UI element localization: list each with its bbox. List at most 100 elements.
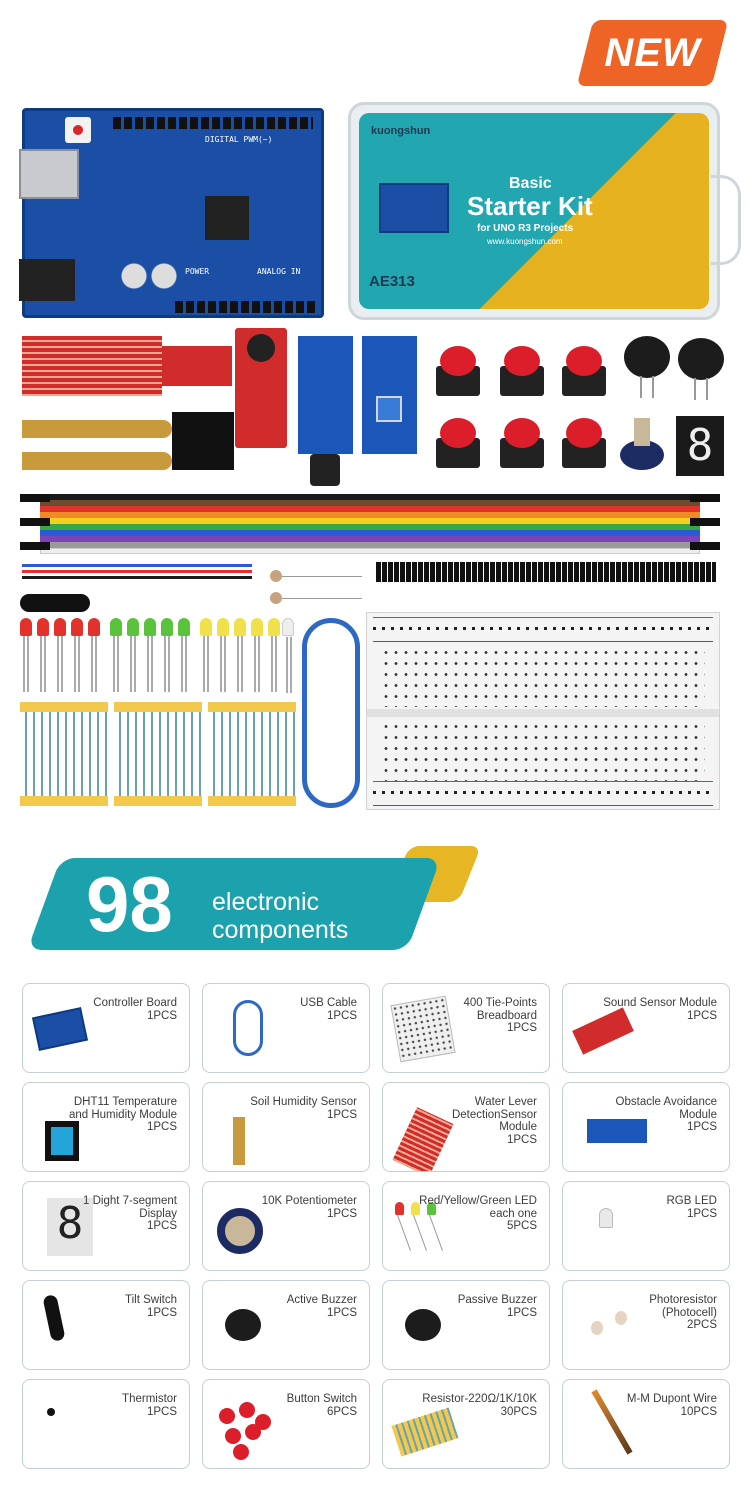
component-qty: 1PCS <box>146 1220 177 1232</box>
power-rail-line <box>373 617 713 618</box>
push-button-photo <box>496 416 548 468</box>
badge-label: NEW <box>604 30 701 75</box>
yellow-led <box>268 618 280 692</box>
resistor-strip <box>208 702 296 806</box>
soil-prong <box>22 420 172 438</box>
power-label: POWER <box>185 267 210 276</box>
component-label: Thermistor <box>122 1393 177 1405</box>
wire <box>40 506 700 512</box>
component-qty: 1PCS <box>326 1108 357 1121</box>
component-label: Soil Humidity Sensor <box>250 1096 357 1108</box>
component-label: Button Switch <box>286 1393 357 1405</box>
red-button-icon <box>233 1444 249 1460</box>
green-led <box>144 618 156 692</box>
wire <box>22 570 252 573</box>
component-label: USB Cable <box>300 997 357 1009</box>
red-button-icon <box>219 1408 235 1424</box>
obstacle-sensor-photo <box>298 326 353 486</box>
obstacle-pcb <box>298 336 353 454</box>
power-jack <box>19 259 75 301</box>
red-button-icon <box>245 1424 261 1440</box>
power-rail <box>373 619 713 639</box>
soil-prong <box>22 452 172 470</box>
led-icon <box>395 1198 465 1256</box>
water-sensor-pad <box>22 336 162 396</box>
component-qty: 1PCS <box>146 1009 177 1022</box>
box-handle <box>711 175 741 265</box>
pot-sensor-photo <box>362 326 417 466</box>
wire <box>22 564 252 567</box>
button-cap <box>504 346 540 376</box>
resistors-photo <box>20 702 300 806</box>
yellow-led <box>200 618 212 692</box>
digital-label: DIGITAL PWM(~) <box>205 135 273 144</box>
potentiometer-icon <box>217 1208 263 1254</box>
component-qty: 6PCS <box>326 1405 357 1418</box>
photoresistor-icon <box>591 1321 603 1335</box>
starter-kit-box: kuongshun Basic Starter Kit for UNO R3 P… <box>348 102 741 320</box>
resistor-strip <box>114 702 202 806</box>
component-label: Passive Buzzer <box>457 1294 537 1306</box>
active-buzzer-photo <box>624 336 670 398</box>
component-qty: 1PCS <box>686 1207 717 1220</box>
analog-header <box>175 301 315 313</box>
component-qty: 10PCS <box>680 1405 717 1418</box>
component-count: 98 <box>86 860 173 948</box>
component-label: Resistor-220Ω/1K/10K <box>422 1393 537 1405</box>
terminal-block <box>381 647 705 707</box>
component-qty: 2PCS <box>686 1319 717 1331</box>
component-qty: 30PCS <box>500 1405 537 1418</box>
red-led <box>37 618 49 692</box>
component-qty: 1PCS <box>326 1207 357 1220</box>
component-qty: 1PCS <box>326 1009 357 1022</box>
component-qty: 1PCS <box>686 1121 717 1133</box>
seven-segment-icon: 8 <box>47 1198 93 1256</box>
ldr-head <box>270 592 282 604</box>
usb-cable-icon <box>233 1000 263 1056</box>
active-buzzer-icon <box>225 1309 261 1341</box>
passive-buzzer-photo <box>678 338 724 400</box>
wire <box>40 530 700 536</box>
power-rail-line <box>373 805 713 806</box>
push-button-photo <box>496 344 548 396</box>
water-sensor-photo <box>22 336 232 396</box>
rgb-led <box>282 618 294 693</box>
red-led-icon <box>395 1202 404 1215</box>
usb-cable-photo <box>302 618 360 808</box>
component-card: Photoresistor (Photocell)2PCS <box>562 1280 730 1370</box>
power-rail-line <box>373 781 713 782</box>
button-cap <box>566 418 602 448</box>
thermistor-icon <box>47 1408 55 1416</box>
ir-receiver <box>310 454 340 486</box>
component-label: 10K Potentiometer <box>261 1195 357 1207</box>
button-cap <box>566 346 602 376</box>
component-qty: 1PCS <box>506 1306 537 1319</box>
box-basic-text: Basic <box>509 175 552 192</box>
buzzer-leg <box>694 378 696 400</box>
yellow-led <box>217 618 229 692</box>
component-label: DHT11 Temperature and Humidity Module <box>68 1096 177 1121</box>
potentiometer-photo <box>618 418 668 473</box>
